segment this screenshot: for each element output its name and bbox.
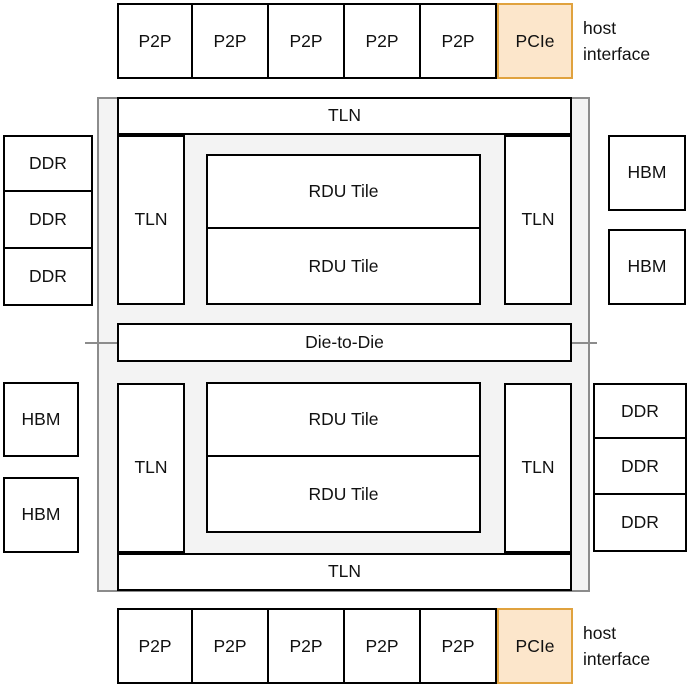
tln-right-bottom: TLN [504, 383, 572, 553]
pcie-box: PCIe [497, 3, 573, 79]
host-interface-label-line1: host [583, 18, 617, 38]
p2p-box: P2P [421, 3, 497, 79]
ddr-box: DDR [593, 495, 687, 552]
ddr-box: DDR [3, 249, 93, 306]
p2p-box: P2P [193, 608, 269, 684]
die-to-die-bar: Die-to-Die [117, 323, 572, 362]
p2p-box: P2P [117, 3, 193, 79]
pcie-box: PCIe [497, 608, 573, 684]
tln-bottom-bar: TLN [117, 553, 572, 591]
p2p-box: P2P [117, 608, 193, 684]
host-interface-label-line1: host [583, 623, 617, 643]
hbm-box: HBM [608, 135, 686, 211]
host-interface-label-bottom: host interface [583, 620, 650, 672]
p2p-box: P2P [421, 608, 497, 684]
p2p-box: P2P [345, 3, 421, 79]
tln-right-top: TLN [504, 135, 572, 305]
ddr-box: DDR [593, 439, 687, 495]
rdu-tile: RDU Tile [206, 382, 481, 457]
ddr-box: DDR [3, 192, 93, 249]
p2p-box: P2P [269, 3, 345, 79]
ddr-stack-right: DDR DDR DDR [593, 383, 687, 552]
ddr-stack-left: DDR DDR DDR [3, 135, 93, 306]
host-interface-row-bottom: P2P P2P P2P P2P P2P PCIe [117, 608, 573, 684]
host-interface-row-top: P2P P2P P2P P2P P2P PCIe [117, 3, 573, 79]
host-interface-label-line2: interface [583, 649, 651, 669]
tln-top-bar: TLN [117, 97, 572, 135]
hbm-box: HBM [608, 229, 686, 305]
p2p-box: P2P [193, 3, 269, 79]
rdu-container-top: RDU Tile RDU Tile [206, 154, 481, 305]
p2p-box: P2P [345, 608, 421, 684]
ddr-box: DDR [593, 383, 687, 439]
p2p-box: P2P [269, 608, 345, 684]
hbm-box: HBM [3, 477, 79, 553]
rdu-container-bottom: RDU Tile RDU Tile [206, 382, 481, 533]
tln-left-bottom: TLN [117, 383, 185, 553]
hbm-box: HBM [3, 382, 79, 457]
rdu-tile: RDU Tile [206, 229, 481, 305]
host-interface-label-line2: interface [583, 44, 651, 64]
ddr-box: DDR [3, 135, 93, 192]
rdu-tile: RDU Tile [206, 457, 481, 533]
host-interface-label-top: host interface [583, 15, 650, 67]
tln-left-top: TLN [117, 135, 185, 305]
rdu-tile: RDU Tile [206, 154, 481, 229]
